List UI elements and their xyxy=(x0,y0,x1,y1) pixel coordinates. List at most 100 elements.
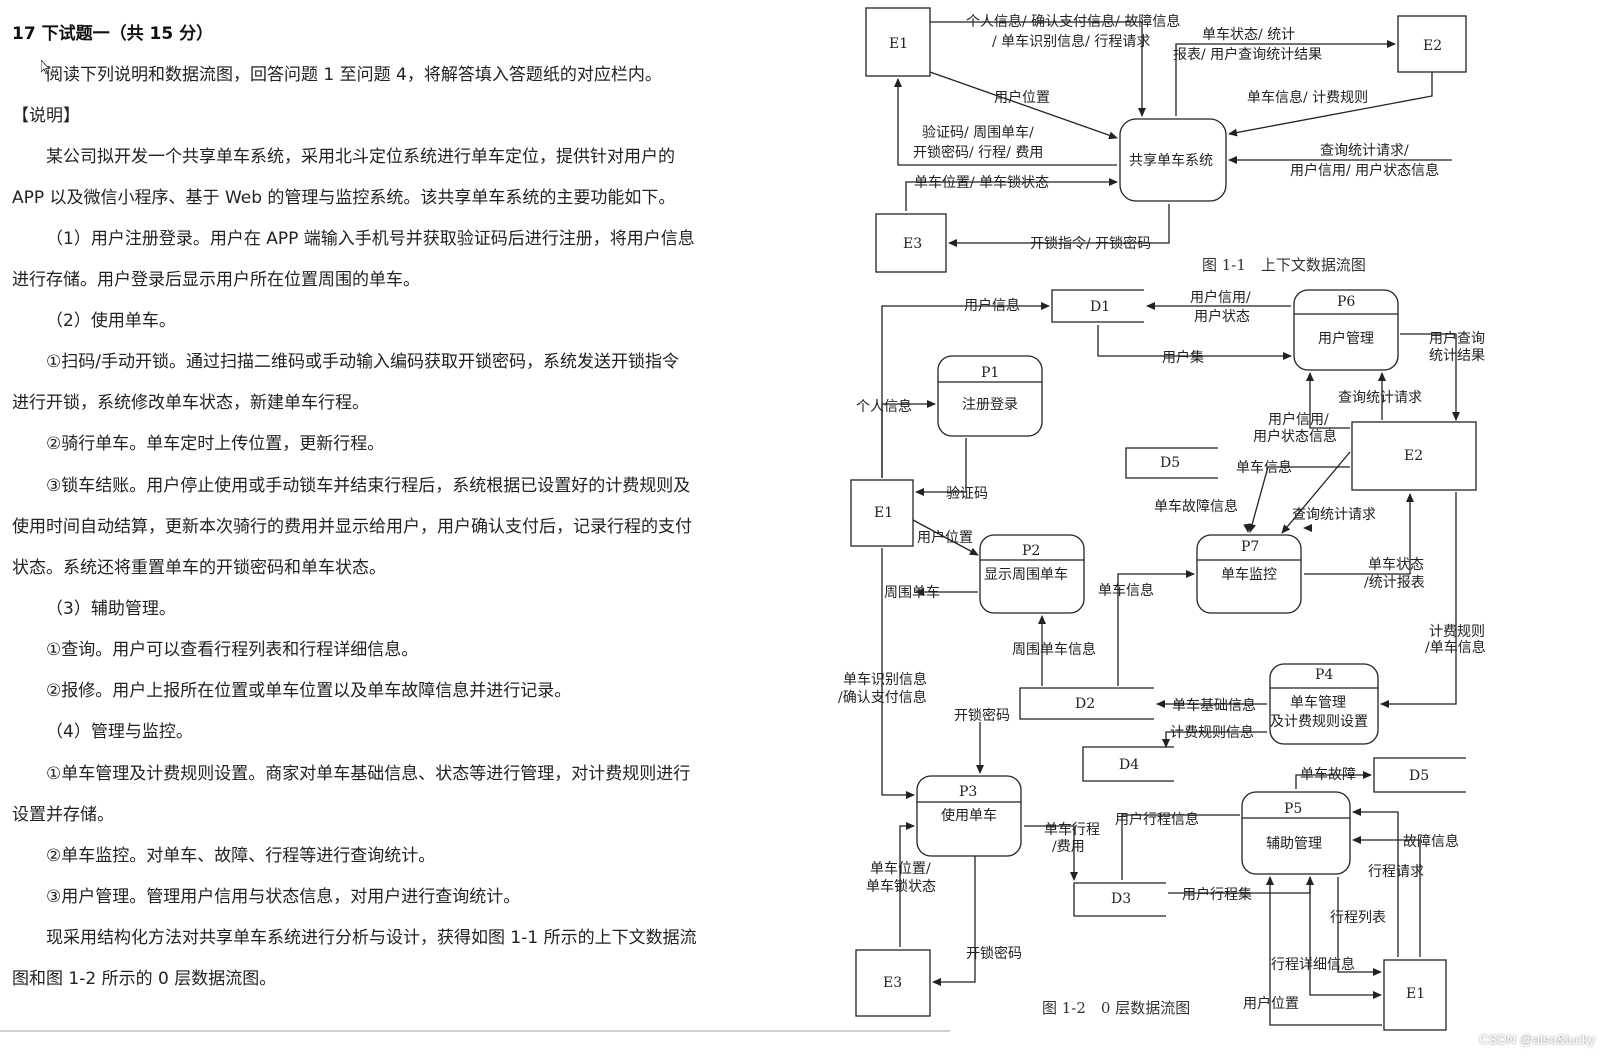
flow-label: 用户信用/ xyxy=(1190,289,1251,306)
flow-label: 用户状态信息 xyxy=(1253,428,1337,445)
paragraph-line: APP 以及微信小程序、基于 Web 的管理与监控系统。该共享单车系统的主要功能… xyxy=(12,188,676,208)
flow-label: 用户位置 xyxy=(917,529,973,546)
process-label: 共享单车系统 xyxy=(1129,152,1213,169)
flow-label: 查询统计请求/ xyxy=(1320,143,1409,159)
question-title: 17 下试题一（共 15 分） xyxy=(12,24,214,44)
store-d5-top xyxy=(1125,447,1218,479)
flow-label: /费用 xyxy=(1052,839,1085,855)
watermark: CSDN @also&lucky xyxy=(1479,1032,1595,1047)
entity-label: E3 xyxy=(903,236,922,252)
flow-label: 查询统计请求 xyxy=(1338,390,1422,406)
flow-label: 用户行程信息 xyxy=(1115,811,1199,828)
flow-label: 开锁密码 xyxy=(966,945,1022,962)
paragraph-line: 图和图 1-2 所示的 0 层数据流图。 xyxy=(12,969,277,989)
flow-label: 用户行程集 xyxy=(1182,886,1252,903)
flow-label: / 单车识别信息/ 行程请求 xyxy=(992,33,1150,50)
process-id: P4 xyxy=(1315,667,1333,683)
flow-label: 用户信息 xyxy=(964,297,1020,314)
question-text: 17 下试题一（共 15 分） 阅读下列说明和数据流图，回答问题 1 至问题 4… xyxy=(0,0,780,1057)
entity-label: E1 xyxy=(1406,986,1425,1002)
flow-label: 单车行程 xyxy=(1044,821,1100,838)
flow-label: 行程详细信息 xyxy=(1271,956,1355,973)
flow-label: 单车锁状态 xyxy=(866,878,936,895)
store-label: D5 xyxy=(1409,768,1429,784)
figure-caption: 图 1-2 0 层数据流图 xyxy=(1042,999,1190,1017)
paragraph-line: （3）辅助管理。 xyxy=(46,599,176,619)
flow-f5 xyxy=(894,78,1117,166)
entity-label: E3 xyxy=(883,975,902,991)
process-name: 及计费规则设置 xyxy=(1270,714,1368,730)
flow-label: 验证码 xyxy=(946,486,988,502)
flow-label: 用户状态 xyxy=(1194,308,1250,325)
paragraph-line: ①查询。用户可以查看行程列表和行程详细信息。 xyxy=(46,640,419,660)
store-d1 xyxy=(1051,289,1144,323)
entity-label: E1 xyxy=(889,36,908,52)
store-label: D1 xyxy=(1090,299,1110,315)
flow-label: 查询统计请求 xyxy=(1292,507,1376,523)
paragraph-line: ②骑行单车。单车定时上传位置，更新行程。 xyxy=(46,434,385,454)
process-name: 单车管理 xyxy=(1290,694,1346,711)
flow-label: 行程列表 xyxy=(1330,910,1386,926)
flow-label: /确认支付信息 xyxy=(838,689,927,706)
entity-e1-left xyxy=(850,479,914,547)
process-center xyxy=(1119,118,1227,202)
process-p4 xyxy=(1269,663,1379,745)
flow-label: 故障信息 xyxy=(1403,833,1459,850)
flow-f2 xyxy=(1175,40,1396,116)
flow-label: 个人信息 xyxy=(856,398,912,415)
process-id: P5 xyxy=(1284,801,1302,817)
flow-label: 单车基础信息 xyxy=(1172,697,1256,714)
process-name: 显示周围单车 xyxy=(984,566,1068,583)
flow-f1 xyxy=(930,21,1146,117)
flow-label: 用户信用/ 用户状态信息 xyxy=(1290,162,1439,179)
flow-label: 单车信息 xyxy=(1236,459,1292,476)
flow-label: 用户位置 xyxy=(994,89,1050,106)
process-p1 xyxy=(937,355,1043,437)
paragraph-line: （1）用户注册登录。用户在 APP 端输入手机号并获取验证码后进行注册，将用户信… xyxy=(46,229,695,249)
flow-label: 单车故障 xyxy=(1300,766,1356,783)
flow-label: 开锁密码/ 行程/ 费用 xyxy=(913,144,1043,161)
figure-caption: 图 1-1 上下文数据流图 xyxy=(1202,256,1366,274)
paragraph-line: （4）管理与监控。 xyxy=(46,722,193,742)
process-name: 辅助管理 xyxy=(1266,836,1322,852)
section-label: 【说明】 xyxy=(12,106,80,126)
store-d2 xyxy=(1019,687,1154,720)
paragraph-line: 进行开锁，系统修改单车状态，新建单车行程。 xyxy=(12,393,369,413)
flow-label: 用户查询 xyxy=(1429,330,1485,347)
store-label: D5 xyxy=(1160,455,1180,471)
flow-label: 周围单车信息 xyxy=(1012,641,1096,658)
flow-label: 单车故障信息 xyxy=(1154,498,1238,515)
flow-label: 计费规则信息 xyxy=(1170,724,1254,741)
entity-label: E1 xyxy=(874,505,893,521)
flow-label: 用户信用/ xyxy=(1268,411,1329,428)
entity-label: E2 xyxy=(1423,38,1442,54)
flow-f4 xyxy=(1228,72,1433,137)
flow-label: /统计报表 xyxy=(1364,575,1425,591)
flow-label: /单车信息 xyxy=(1425,639,1486,656)
mouse-cursor-icon xyxy=(41,60,49,74)
flow-f8 xyxy=(948,204,1170,247)
store-label: D4 xyxy=(1119,757,1139,773)
store-d5-right xyxy=(1373,757,1466,793)
paragraph-line: 设置并存储。 xyxy=(12,805,114,825)
store-d3 xyxy=(1073,882,1166,917)
flow-label: 报表/ 用户查询统计结果 xyxy=(1173,46,1322,63)
paragraph-line: ①扫码/手动开锁。通过扫描二维码或手动输入编码获取开锁密码，系统发送开锁指令 xyxy=(46,352,679,372)
flow-label: 用户集 xyxy=(1162,349,1204,366)
store-label: D3 xyxy=(1111,891,1131,907)
process-p7 xyxy=(1196,534,1302,614)
entity-e3 xyxy=(875,213,947,273)
diagram-panel: E1 E2 E3 共享单车系统 个人信息/ 确认支付信息/ 故障信息 / 单车识… xyxy=(832,0,1603,1057)
store-d4 xyxy=(1082,746,1174,782)
process-id: P7 xyxy=(1241,539,1259,555)
diagram-canvas: E1 E2 E3 共享单车系统 个人信息/ 确认支付信息/ 故障信息 / 单车识… xyxy=(838,7,1486,1031)
entity-label: E2 xyxy=(1404,448,1423,464)
flow-label: 周围单车 xyxy=(884,584,940,601)
flow-label: 开锁指令/ 开锁密码 xyxy=(1030,235,1151,252)
process-name: 注册登录 xyxy=(962,397,1018,413)
flow-f7 xyxy=(905,178,1118,211)
entity-e2-right xyxy=(1351,421,1477,491)
flow-label: 统计结果 xyxy=(1429,348,1485,364)
flow-label: 验证码/ 周围单车/ xyxy=(922,124,1034,141)
paragraph-line: ②单车监控。对单车、故障、行程等进行查询统计。 xyxy=(46,846,436,866)
